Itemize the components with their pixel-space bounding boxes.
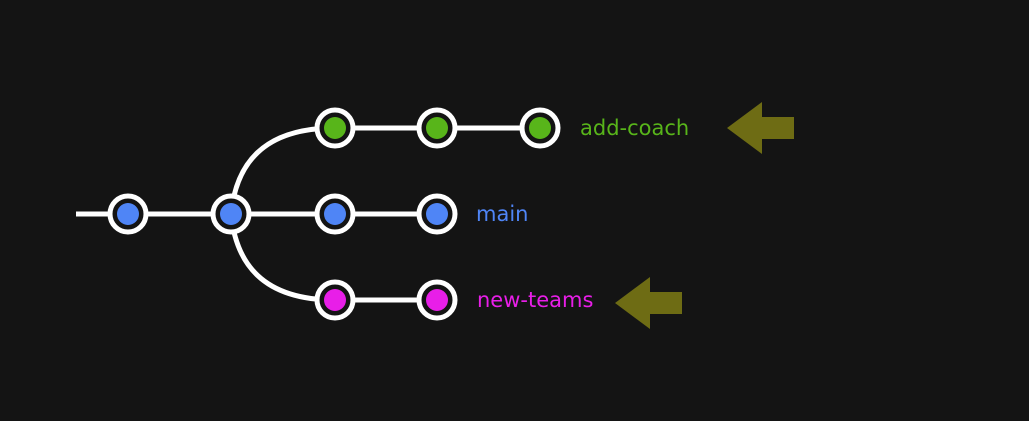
arrow-left-icon [727, 102, 794, 154]
commit-node[interactable] [314, 193, 356, 235]
branch-label-main: main [476, 202, 528, 226]
commit-node[interactable] [107, 193, 149, 235]
commit-node[interactable] [210, 193, 252, 235]
commit-node[interactable] [314, 107, 356, 149]
commit-node[interactable] [519, 107, 561, 149]
arrow-left-icon [615, 277, 682, 329]
commit-node[interactable] [416, 193, 458, 235]
add-coach-commits [314, 107, 561, 149]
commit-node[interactable] [416, 107, 458, 149]
commit-node[interactable] [314, 279, 356, 321]
new-teams-commits [314, 279, 458, 321]
main-commits [107, 193, 458, 235]
branch-label-new-teams: new-teams [477, 288, 593, 312]
commit-node[interactable] [416, 279, 458, 321]
branch-label-add-coach: add-coach [580, 116, 689, 140]
